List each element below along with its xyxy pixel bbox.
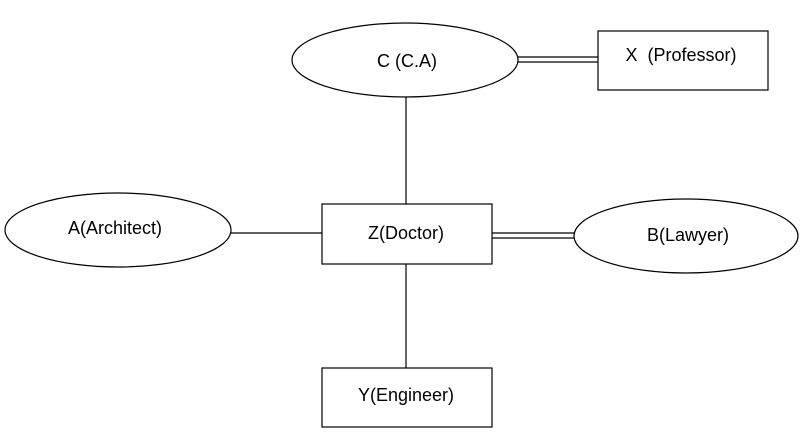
node-b: B(Lawyer) <box>573 198 799 274</box>
node-b-label: B(Lawyer) <box>647 225 729 245</box>
node-y: Y(Engineer) <box>321 367 493 428</box>
node-x: X (Professor) <box>597 30 769 91</box>
node-z: Z(Doctor) <box>321 203 493 265</box>
node-x-rect <box>597 30 769 91</box>
node-z-label: Z(Doctor) <box>368 223 444 243</box>
node-a-ellipse <box>4 192 232 268</box>
node-z-rect <box>321 203 493 265</box>
node-a-label: A(Architect) <box>68 218 162 238</box>
node-y-rect <box>321 367 493 428</box>
node-c-ellipse <box>291 22 519 98</box>
node-x-label: X (Professor) <box>625 45 736 65</box>
node-b-ellipse <box>573 198 799 274</box>
node-a: A(Architect) <box>4 192 232 268</box>
node-y-label: Y(Engineer) <box>358 385 454 405</box>
node-c: C (C.A) <box>291 22 519 98</box>
node-c-label: C (C.A) <box>377 51 437 71</box>
connectors <box>231 56 598 368</box>
